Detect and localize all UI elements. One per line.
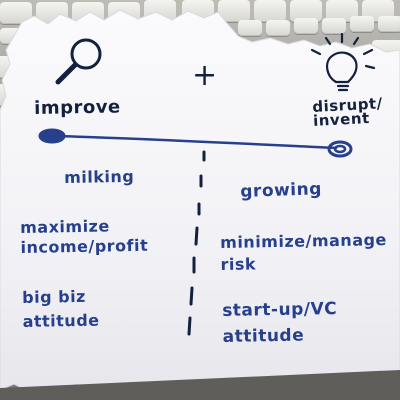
heading-improve: improve — [34, 96, 121, 119]
keyboard-key — [0, 2, 32, 24]
magnifier-icon — [55, 38, 102, 85]
left-item-maximize: maximize income/profit — [20, 216, 149, 257]
right-item-start-up: start-up/VC attitude — [222, 298, 338, 347]
keyboard-key — [290, 0, 322, 22]
heading-disrupt-invent: disrupt/ invent — [311, 94, 384, 130]
column-title-milking: milking — [64, 166, 135, 187]
keyboard-key — [254, 0, 286, 22]
lightbulb-icon — [310, 32, 376, 92]
keyboard-key — [266, 20, 290, 36]
column-divider — [187, 150, 206, 336]
keyboard-key — [294, 18, 318, 34]
keyboard-key — [378, 16, 400, 32]
plus-sign: + — [192, 58, 218, 93]
right-item-minimize: minimize/manage risk — [220, 230, 387, 274]
keyboard-key — [350, 16, 374, 32]
keyboard-key — [218, 0, 250, 22]
left-item-big-biz: big biz attitude — [22, 286, 100, 331]
column-title-growing: growing — [240, 179, 323, 202]
keyboard-key — [322, 18, 346, 34]
spectrum-line — [38, 128, 353, 158]
keyboard-key — [238, 20, 262, 36]
